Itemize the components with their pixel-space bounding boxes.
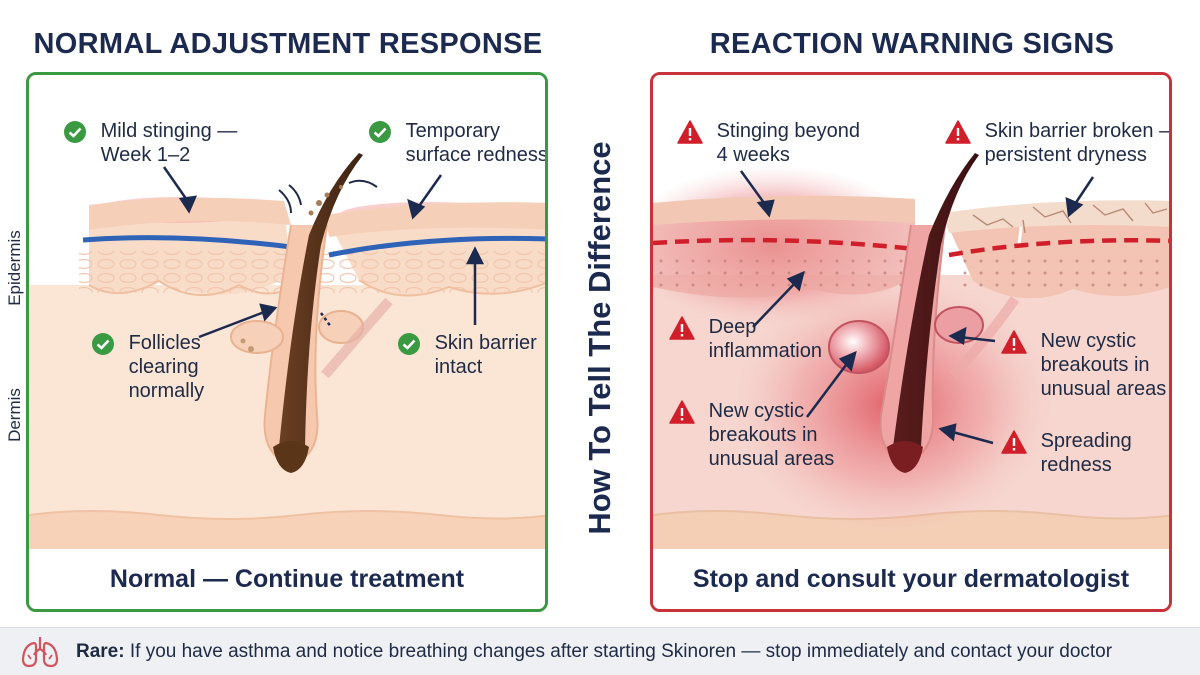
rare-message: If you have asthma and notice breathing … (124, 641, 1113, 662)
warning-triangle-icon (1001, 430, 1027, 454)
reaction-skin-illustration (653, 75, 1169, 609)
warning-triangle-icon (677, 120, 703, 144)
epidermis-label: Epidermis (5, 230, 24, 306)
barrier-broken-label: Skin barrier broken —persistent dryness (945, 119, 1169, 167)
warning-triangle-icon (945, 120, 971, 144)
asthma-warning-text: Rare: If you have asthma and notice brea… (76, 641, 1112, 663)
warning-triangle-icon (669, 316, 695, 340)
asthma-warning-bar: Rare: If you have asthma and notice brea… (0, 627, 1200, 675)
lungs-icon (21, 637, 59, 668)
normal-panel-title: NORMAL ADJUSTMENT RESPONSE (33, 28, 543, 60)
warning-footer: Stop and consult your dermatologist (653, 549, 1169, 609)
check-circle-icon (369, 121, 391, 143)
normal-footer: Normal — Continue treatment (29, 549, 545, 609)
normal-skin-illustration (29, 75, 545, 609)
check-circle-icon (398, 333, 420, 355)
warning-triangle-icon (1001, 330, 1027, 354)
rare-label: Rare: (76, 641, 125, 662)
check-circle-icon (64, 121, 86, 143)
check-circle-icon (92, 333, 114, 355)
dermis-label: Dermis (5, 388, 24, 442)
warning-panel-title: REACTION WARNING SIGNS (709, 28, 1115, 60)
mild-stinging-label: Mild stinging —Week 1–2 (63, 119, 237, 167)
warning-triangle-icon (669, 400, 695, 424)
center-title: How To Tell The Difference (582, 141, 617, 535)
